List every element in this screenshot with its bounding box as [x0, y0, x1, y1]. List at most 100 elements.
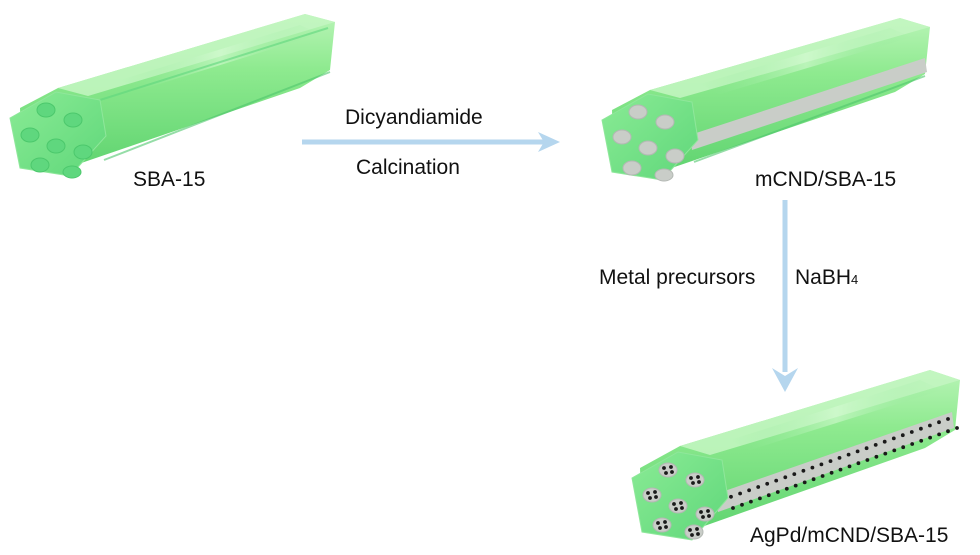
nanoparticle	[766, 493, 771, 498]
nanoparticle	[697, 480, 701, 484]
nanoparticle	[654, 495, 658, 499]
pore-loaded	[652, 517, 672, 533]
nanoparticle	[669, 465, 673, 469]
pore-loaded	[685, 472, 705, 488]
nanoparticle	[891, 436, 896, 441]
pore-loaded	[668, 498, 688, 514]
nanoparticle	[873, 443, 878, 447]
rod-agpd-mcnd-sba15	[631, 370, 960, 541]
arrow-step1	[302, 132, 560, 152]
nanoparticle	[847, 464, 852, 469]
nanoparticle	[689, 476, 693, 480]
pore-loaded	[642, 487, 662, 503]
nanoparticle	[928, 423, 932, 428]
nanoparticle	[680, 506, 684, 510]
rod-mcnd-sba15	[601, 18, 930, 182]
pores-sba15	[20, 102, 93, 179]
nanoparticles-pores	[642, 462, 715, 540]
nanoparticle	[855, 449, 860, 454]
nanoparticle	[828, 459, 833, 463]
nanoparticle	[674, 507, 678, 511]
reductant-base: NaBH	[795, 266, 852, 289]
nanoparticle	[679, 501, 683, 505]
nanoparticle	[909, 430, 914, 434]
pore-loaded	[695, 506, 715, 522]
nanoparticle	[774, 478, 779, 483]
nanoparticle	[699, 510, 703, 514]
nanoparticle	[864, 446, 869, 451]
nanoparticle	[901, 445, 906, 450]
nanoparticle	[765, 481, 770, 486]
nanoparticle	[663, 520, 667, 524]
nanoparticle	[688, 528, 692, 532]
nanoparticle	[919, 426, 923, 431]
nanoparticle	[653, 490, 657, 494]
nanoparticle	[829, 470, 834, 475]
rod-sba15	[9, 14, 335, 179]
nanoparticle	[695, 527, 699, 531]
nanoparticle	[648, 496, 652, 500]
nanoparticle	[937, 420, 941, 425]
nanoparticle	[749, 499, 753, 504]
nanoparticles-channel	[720, 417, 959, 510]
nanoparticle	[658, 526, 662, 530]
nanoparticle	[846, 452, 851, 457]
step1-condition: Calcination	[356, 156, 460, 179]
nanoparticle	[691, 481, 695, 485]
pore-loaded	[658, 462, 678, 478]
nanoparticle	[810, 465, 815, 470]
nanoparticle	[696, 475, 700, 479]
nanoparticle	[946, 429, 950, 434]
nanoparticle	[784, 486, 789, 491]
step2-reductant: NaBH4	[795, 266, 858, 290]
nanoparticle	[740, 502, 744, 507]
nanoparticle	[946, 417, 950, 421]
nanoparticle	[928, 435, 932, 440]
nanoparticle	[955, 426, 959, 430]
nanoparticle	[783, 475, 788, 480]
nanoparticle	[882, 439, 887, 444]
nanoparticle	[662, 466, 666, 470]
arrow-step2	[772, 200, 798, 392]
nanoparticle	[690, 533, 694, 537]
pores-mcnd	[612, 104, 685, 182]
nanoparticle	[820, 474, 825, 478]
nanoparticle	[672, 502, 676, 506]
nanoparticle	[801, 468, 806, 473]
nanoparticle	[731, 506, 735, 510]
step2-reagent: Metal precursors	[599, 266, 756, 289]
nanoparticle	[706, 509, 710, 513]
label-mcnd-sba15: mCND/SBA-15	[755, 168, 897, 191]
nanoparticle	[838, 467, 843, 472]
nanoparticle	[865, 458, 870, 462]
nanoparticle	[758, 496, 762, 501]
nanoparticle	[747, 488, 751, 493]
reductant-subscript: 4	[851, 272, 859, 287]
nanoparticle	[937, 432, 941, 437]
nanoparticle	[874, 454, 879, 459]
label-agpd-mcnd-sba15: AgPd/mCND/SBA-15	[750, 524, 949, 547]
nanoparticle	[856, 461, 861, 466]
nanoparticle	[919, 438, 924, 443]
nanoparticle	[883, 451, 888, 456]
nanoparticle	[729, 494, 733, 499]
step1-reagent: Dicyandiamide	[345, 106, 483, 129]
nanoparticle	[664, 471, 668, 475]
label-sba15: SBA-15	[133, 168, 206, 191]
nanoparticle	[910, 442, 915, 446]
nanoparticle	[811, 477, 816, 482]
nanoparticle	[664, 525, 668, 529]
nanoparticle	[802, 480, 807, 485]
nanoparticle	[793, 483, 798, 488]
nanoparticle	[656, 521, 660, 525]
nanoparticle	[670, 470, 674, 474]
nanoparticle	[756, 485, 761, 489]
nanoparticle	[646, 491, 650, 495]
nanoparticle	[837, 456, 842, 460]
filled-channel	[690, 58, 927, 150]
nanoparticle	[775, 490, 780, 494]
nanoparticle	[701, 515, 705, 519]
nanoparticle	[696, 532, 700, 536]
nanoparticle	[738, 491, 742, 496]
